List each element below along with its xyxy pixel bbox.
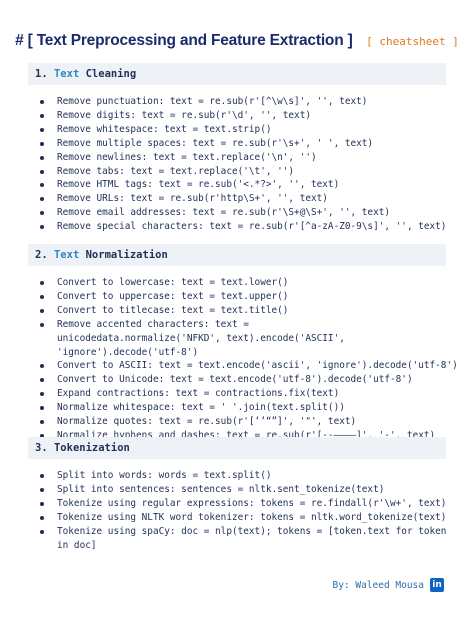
list-text-cleaning: Remove punctuation: text = re.sub(r'[^\w… xyxy=(36,95,446,234)
list-item: Convert to titlecase: text = text.title(… xyxy=(36,304,446,318)
list-item: Remove special characters: text = re.sub… xyxy=(36,220,446,234)
list-item: Remove punctuation: text = re.sub(r'[^\w… xyxy=(36,95,446,109)
page-title: # [ Text Preprocessing and Feature Extra… xyxy=(0,30,474,50)
list-item: Remove accented characters: text = unico… xyxy=(36,318,417,360)
section-number: 2. xyxy=(35,249,48,261)
list-item: Normalize hyphens and dashes: text = re.… xyxy=(36,429,446,443)
section-accent: Text xyxy=(53,68,80,80)
author-credit: By: Waleed Mousa xyxy=(332,580,424,591)
section-header-text-cleaning: 1. Text Cleaning xyxy=(28,63,446,85)
list-text-normalization: Convert to lowercase: text = text.lower(… xyxy=(36,276,458,443)
list-item: Split into sentences: sentences = nltk.s… xyxy=(36,483,446,497)
section-number: 3. xyxy=(35,442,48,454)
list-item: Remove whitespace: text = text.strip() xyxy=(36,123,446,137)
list-item: Convert to lowercase: text = text.lower(… xyxy=(36,276,446,290)
list-item: Tokenize using NLTK word tokenizer: toke… xyxy=(36,511,446,525)
list-item: Remove URLs: text = re.sub(r'http\S+', '… xyxy=(36,192,446,206)
section-title: Cleaning xyxy=(85,68,137,80)
section-title: Normalization xyxy=(85,249,168,261)
section-number: 1. xyxy=(35,68,48,80)
section-header-text-normalization: 2. Text Normalization xyxy=(28,244,446,266)
list-item: Normalize whitespace: text = ' '.join(te… xyxy=(36,401,446,415)
list-item: Convert to uppercase: text = text.upper(… xyxy=(36,290,446,304)
list-item: Remove digits: text = re.sub(r'\d', '', … xyxy=(36,109,446,123)
list-item: Tokenize using regular expressions: toke… xyxy=(36,497,446,511)
section-title: Tokenization xyxy=(53,442,130,454)
list-item: Remove HTML tags: text = re.sub('<.*?>',… xyxy=(36,178,446,192)
list-item: Remove email addresses: text = re.sub(r'… xyxy=(36,206,446,220)
list-item: Remove multiple spaces: text = re.sub(r'… xyxy=(36,137,446,151)
list-item: Normalize quotes: text = re.sub(r'[‘’“”]… xyxy=(36,415,446,429)
section-accent: Text xyxy=(53,249,80,261)
section-header-tokenization: 3. Tokenization xyxy=(28,437,446,459)
list-item: Expand contractions: text = contractions… xyxy=(36,387,446,401)
list-item: Split into words: words = text.split() xyxy=(36,469,446,483)
list-item: Remove newlines: text = text.replace('\n… xyxy=(36,151,446,165)
list-item: Remove tabs: text = text.replace('\t', '… xyxy=(36,165,446,179)
title-tag: [ cheatsheet ] xyxy=(366,35,459,48)
list-tokenization: Split into words: words = text.split() S… xyxy=(36,469,446,552)
title-main: # [ Text Preprocessing and Feature Extra… xyxy=(15,32,353,49)
list-item: Convert to Unicode: text = text.encode('… xyxy=(36,373,446,387)
linkedin-icon[interactable]: in xyxy=(430,578,444,592)
list-item: Tokenize using spaCy: doc = nlp(text); t… xyxy=(36,525,452,553)
list-item: Convert to ASCII: text = text.encode('as… xyxy=(36,359,458,373)
